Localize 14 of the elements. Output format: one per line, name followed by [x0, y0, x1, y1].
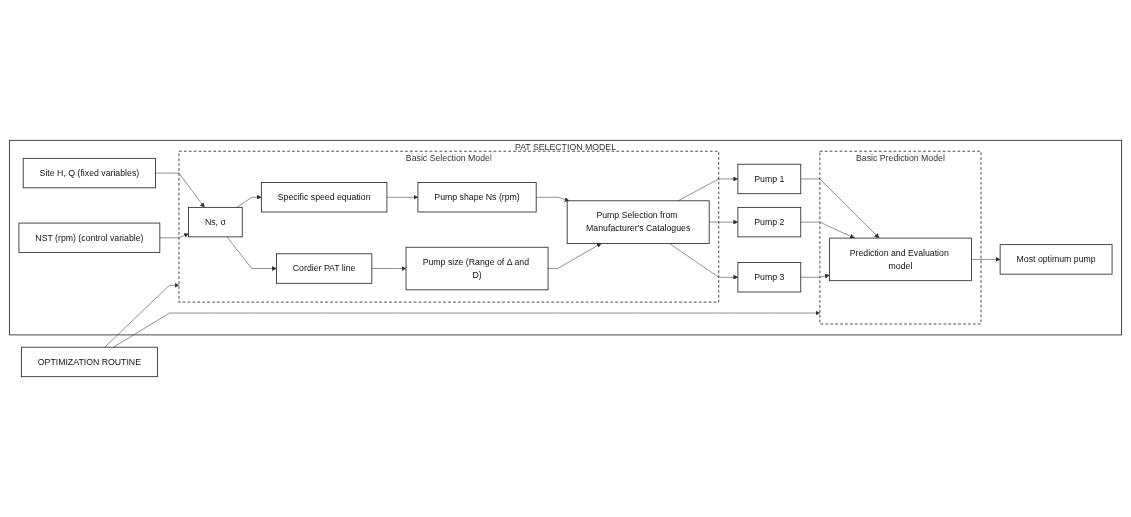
node-box: Pump Selection from Manufacturer's Catalogues [566, 200, 710, 244]
node-box: Cordier PAT line [276, 253, 373, 284]
node-box: OPTIMIZATION ROUTINE [20, 346, 158, 378]
node-box: Prediction and Evaluation model [829, 237, 972, 282]
node-box: Site H, Q (fixed variables) [22, 157, 156, 189]
node-box: Pump size (Range of Δ and D) [405, 246, 549, 291]
node-box: Most optimum pump [999, 244, 1113, 275]
node-box: Pump 3 [737, 262, 802, 293]
node-box: NST (rpm) (control variable) [18, 222, 161, 253]
node-box: Pump shape Ns (rpm) [417, 182, 537, 213]
node-box: Pump 1 [737, 163, 802, 195]
node-box: Specific speed equation [260, 182, 388, 213]
node-box: Pump 2 [737, 206, 802, 238]
node-box: Ns, σ [188, 206, 243, 238]
